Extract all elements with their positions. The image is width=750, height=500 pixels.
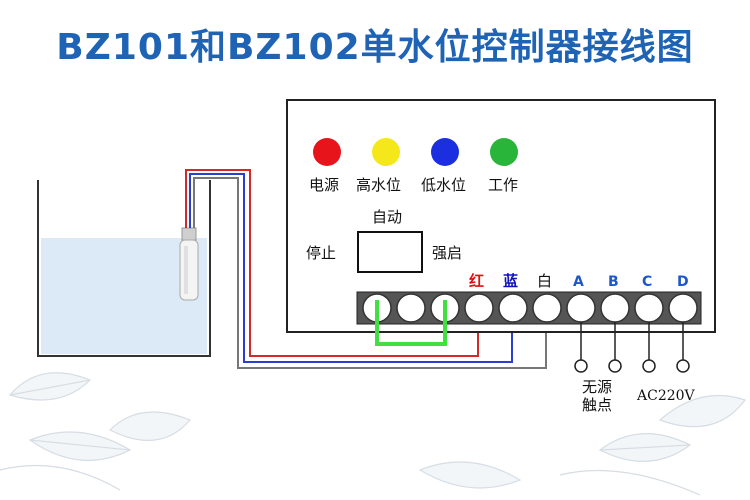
wire-label-white: 白: [537, 272, 552, 290]
terminal-label-b: B: [608, 274, 619, 290]
terminal-label-a: A: [573, 274, 584, 290]
wire-label-red: 红: [469, 272, 484, 290]
wire-white: [193, 177, 547, 369]
terminal-label-d: D: [677, 274, 689, 290]
indicator-low-level: [431, 138, 459, 166]
water-tank: [37, 180, 211, 357]
output-contact-b: [608, 359, 622, 373]
output-contact-c: [642, 359, 656, 373]
leaf-decoration: [0, 372, 746, 496]
indicator-label-power: 电源: [309, 176, 339, 194]
terminal-white: [532, 293, 562, 323]
wire-label-blue: 蓝: [503, 272, 518, 290]
terminal-d: [668, 293, 698, 323]
switch-label-stop: 停止: [306, 244, 336, 262]
indicator-working: [490, 138, 518, 166]
mode-switch[interactable]: 自动 停止 强启: [306, 208, 462, 273]
terminal-a: [566, 293, 596, 323]
indicator-power: [313, 138, 341, 166]
terminal-b: [600, 293, 630, 323]
passive-contact-label-1: 无源: [582, 378, 612, 396]
output-contact-a: [574, 359, 588, 373]
ac-supply-label: AC220V: [636, 388, 696, 404]
water-body: [41, 238, 207, 354]
mode-switch-button: [357, 231, 423, 273]
switch-label-auto: 自动: [372, 208, 402, 226]
level-probe: [179, 227, 199, 301]
page-title: BZ101和BZ102单水位控制器接线图: [56, 27, 694, 68]
indicator-lights: 电源 高水位 低水位 工作: [309, 138, 518, 194]
terminal-2: [396, 293, 426, 323]
indicator-label-low-level: 低水位: [421, 176, 466, 194]
indicator-high-level: [372, 138, 400, 166]
terminal-label-c: C: [642, 274, 652, 290]
passive-contact-label-2: 触点: [582, 396, 612, 414]
indicator-label-high-level: 高水位: [356, 176, 401, 194]
terminal-c: [634, 293, 664, 323]
jumper-wire: [375, 300, 447, 346]
terminal-red: [464, 293, 494, 323]
output-contact-d: [676, 359, 690, 373]
terminal-blue: [498, 293, 528, 323]
wire-red: [185, 169, 479, 357]
terminal-block: [356, 291, 702, 325]
indicator-label-working: 工作: [488, 176, 518, 194]
switch-label-force-start: 强启: [432, 244, 462, 262]
output-leads: [580, 322, 684, 360]
wire-blue: [189, 173, 513, 363]
